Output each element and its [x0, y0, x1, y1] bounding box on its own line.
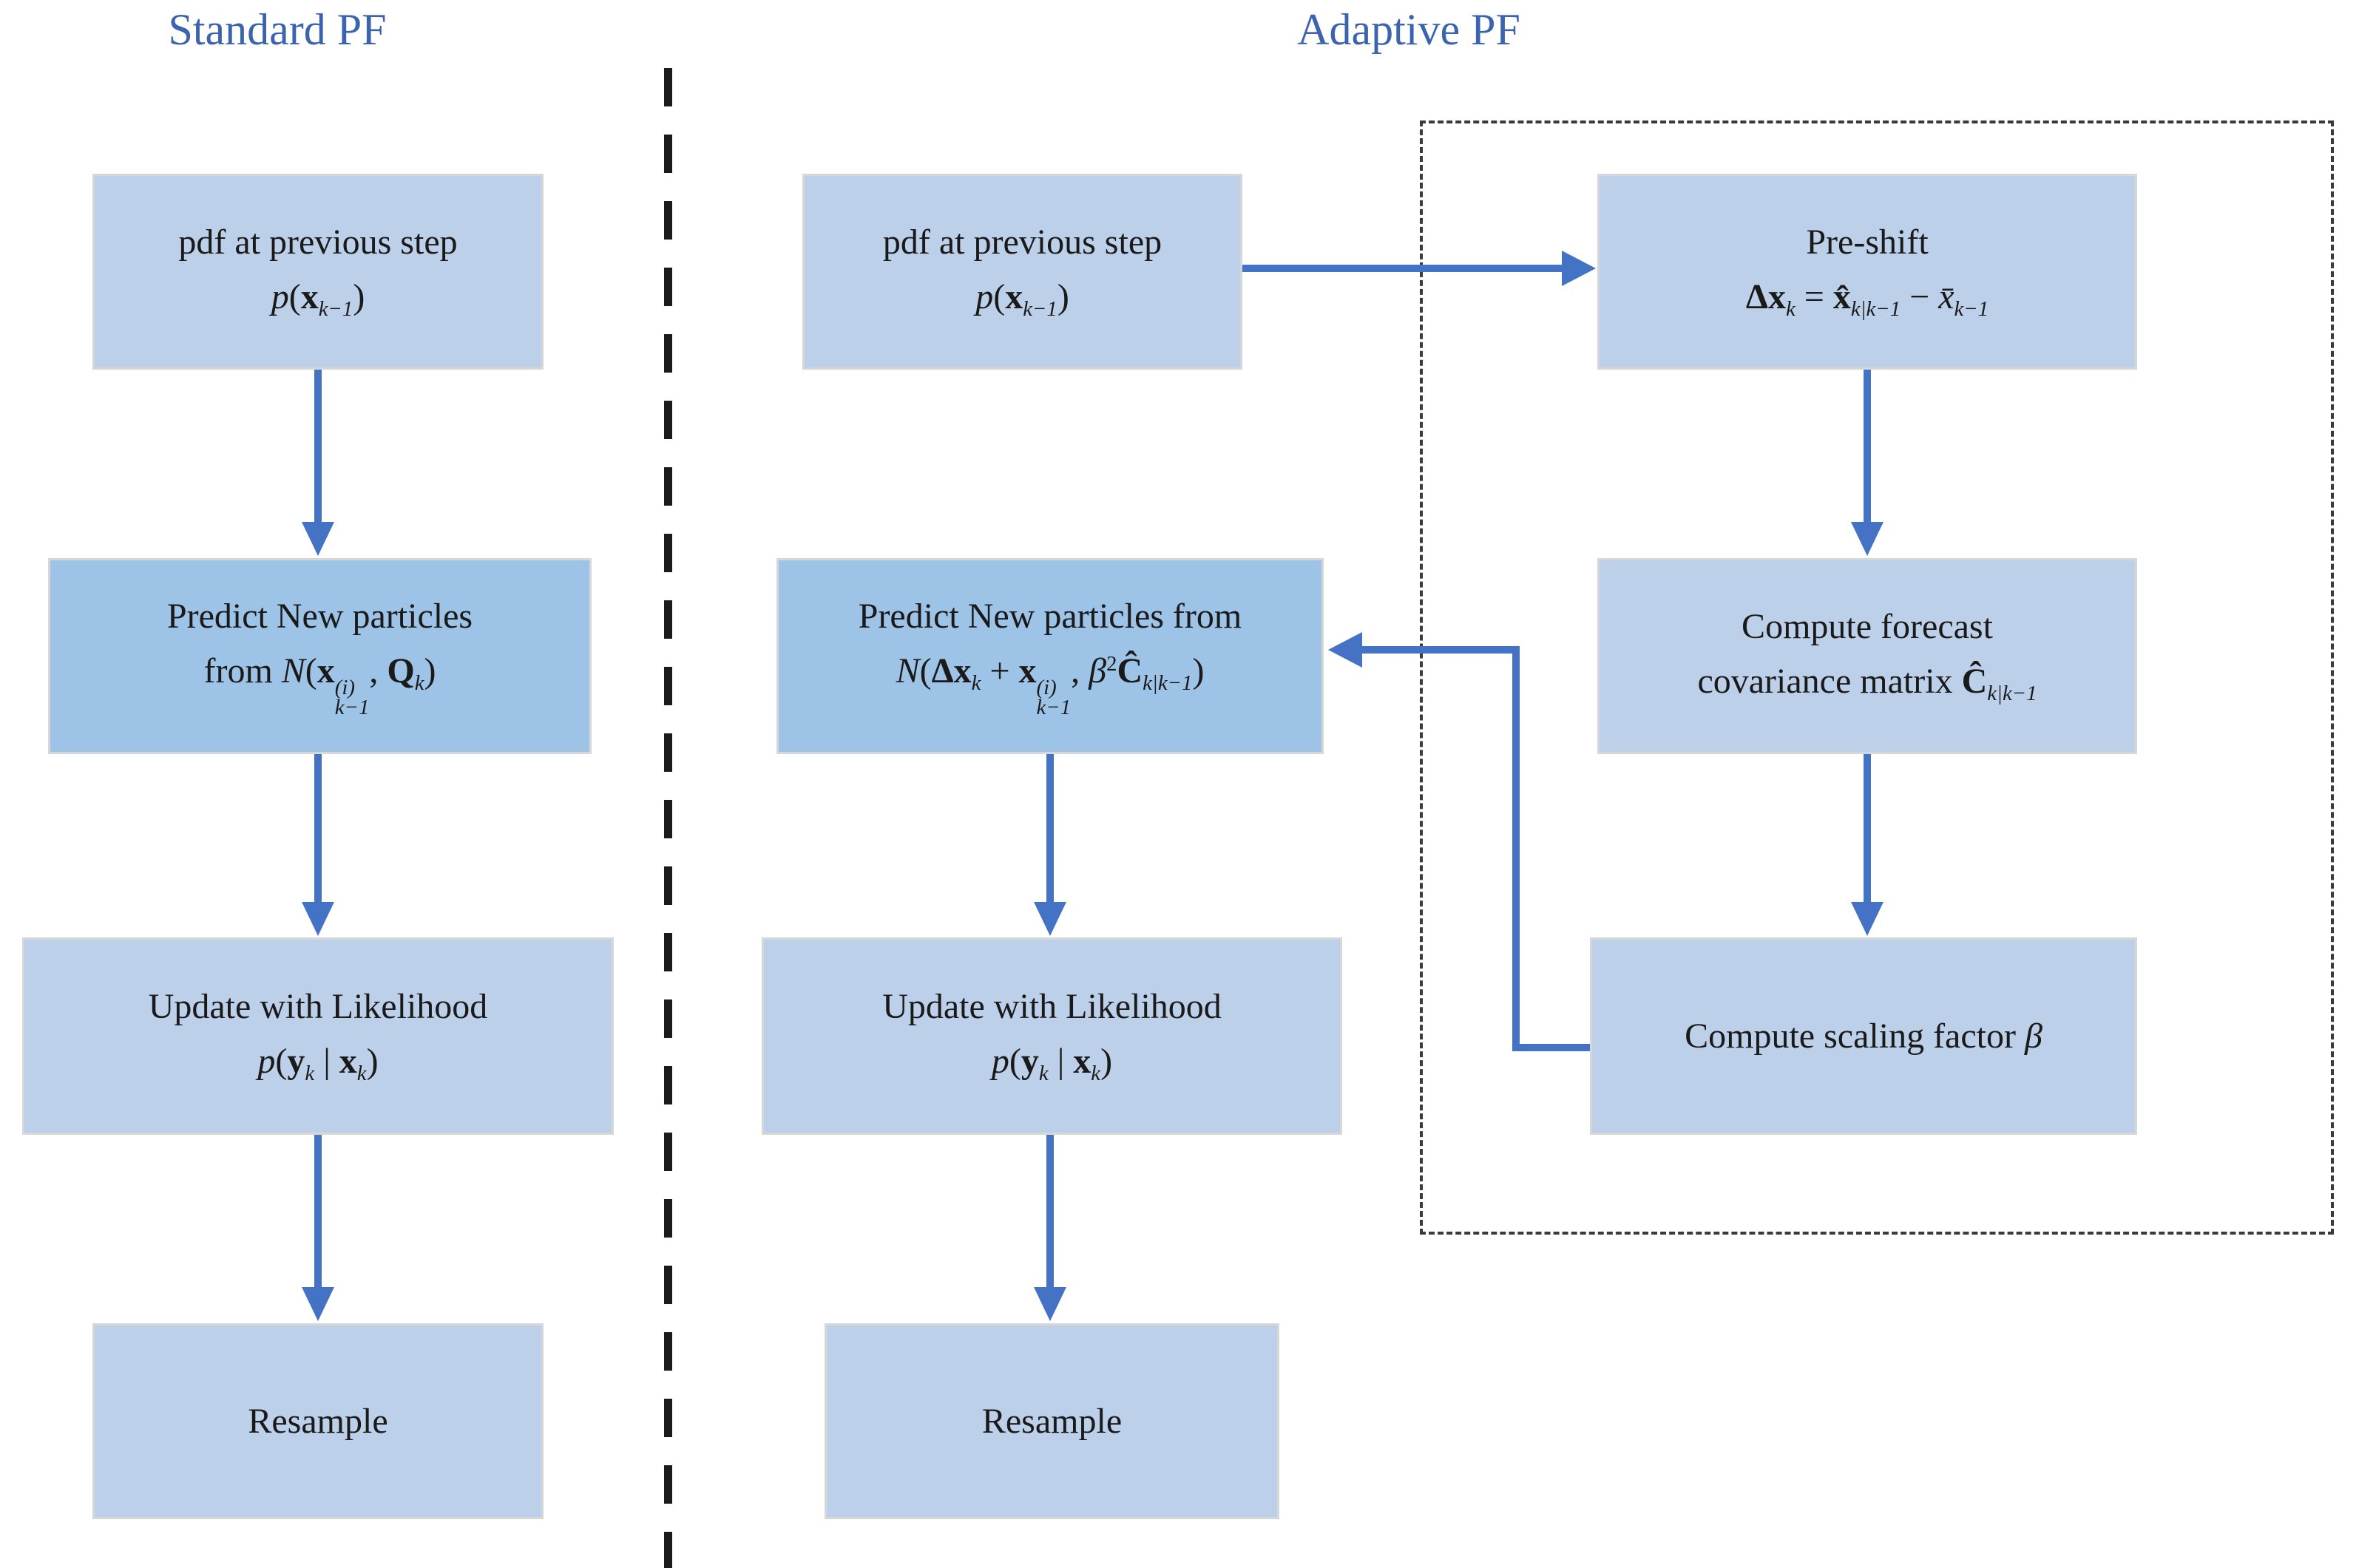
box-text: Predict New particles from: [858, 596, 1242, 636]
box-formula: p(yk | xk): [257, 1042, 379, 1085]
arrow-adaptive-predict-to-update: [1034, 754, 1066, 936]
arrow-standard-update-to-resample: [302, 1135, 334, 1321]
adaptive-pdf-previous-step-box: pdf at previous step p(xk−1): [802, 174, 1242, 370]
box-text: Resample: [248, 1401, 388, 1441]
box-text: Resample: [981, 1401, 1123, 1441]
arrow-standard-pdf-to-predict: [302, 370, 334, 556]
adaptive-scaling-factor-box: Compute scaling factor β: [1590, 937, 2137, 1135]
box-formula: Compute scaling factor β: [1685, 1016, 2042, 1056]
elbow-scaling-to-predict-top-segment: [1362, 646, 1520, 654]
box-text: pdf at previous step: [882, 223, 1162, 262]
arrow-adaptive-update-to-resample: [1034, 1135, 1066, 1321]
box-formula: Δxk = x̂k|k−1 − x̄k−1: [1745, 277, 1989, 321]
box-text: Predict New particles: [166, 596, 473, 636]
adaptive-update-likelihood-box: Update with Likelihood p(yk | xk): [762, 937, 1342, 1135]
box-formula: covariance matrix Ĉk|k−1: [1697, 662, 2037, 705]
arrow-standard-predict-to-update: [302, 754, 334, 936]
box-formula: N(Δxk + x(i)k−1, β2Ĉk|k−1): [896, 651, 1205, 719]
adaptive-predict-new-particles-box: Predict New particles from N(Δxk + x(i)k…: [776, 558, 1324, 754]
arrow-forecast-to-scaling: [1851, 754, 1884, 936]
box-text: Pre-shift: [1806, 223, 1929, 262]
dashed-divider-line: [664, 68, 672, 1568]
arrow-adaptive-pdf-to-preshift: [1242, 251, 1596, 286]
adaptive-steps-dashed-region: [1420, 121, 2334, 1235]
standard-pf-title: Standard PF: [168, 5, 387, 54]
adaptive-preshift-box: Pre-shift Δxk = x̂k|k−1 − x̄k−1: [1597, 174, 2137, 370]
box-formula: p(xk−1): [271, 277, 365, 321]
adaptive-resample-box: Resample: [825, 1323, 1279, 1519]
adaptive-forecast-covariance-box: Compute forecast covariance matrix Ĉk|k−…: [1597, 558, 2137, 754]
arrow-preshift-to-forecast: [1851, 370, 1884, 556]
elbow-scaling-to-predict-bottom-segment: [1512, 1044, 1590, 1051]
box-formula: p(yk | xk): [991, 1042, 1113, 1085]
standard-update-likelihood-box: Update with Likelihood p(yk | xk): [22, 937, 614, 1135]
adaptive-pf-title: Adaptive PF: [1297, 5, 1520, 54]
box-formula: p(xk−1): [975, 277, 1069, 321]
box-text: Update with Likelihood: [148, 987, 488, 1027]
box-formula: from N(x(i)k−1, Qk): [203, 651, 436, 719]
standard-pdf-previous-step-box: pdf at previous step p(xk−1): [92, 174, 544, 370]
elbow-scaling-to-predict-vertical-segment: [1512, 646, 1520, 1051]
box-text: Update with Likelihood: [882, 987, 1222, 1027]
box-text: Compute forecast: [1742, 607, 1993, 647]
box-text: pdf at previous step: [178, 223, 458, 262]
standard-predict-new-particles-box: Predict New particles from N(x(i)k−1, Qk…: [48, 558, 592, 754]
elbow-arrowhead-into-predict: [1328, 632, 1362, 668]
standard-resample-box: Resample: [92, 1323, 544, 1519]
